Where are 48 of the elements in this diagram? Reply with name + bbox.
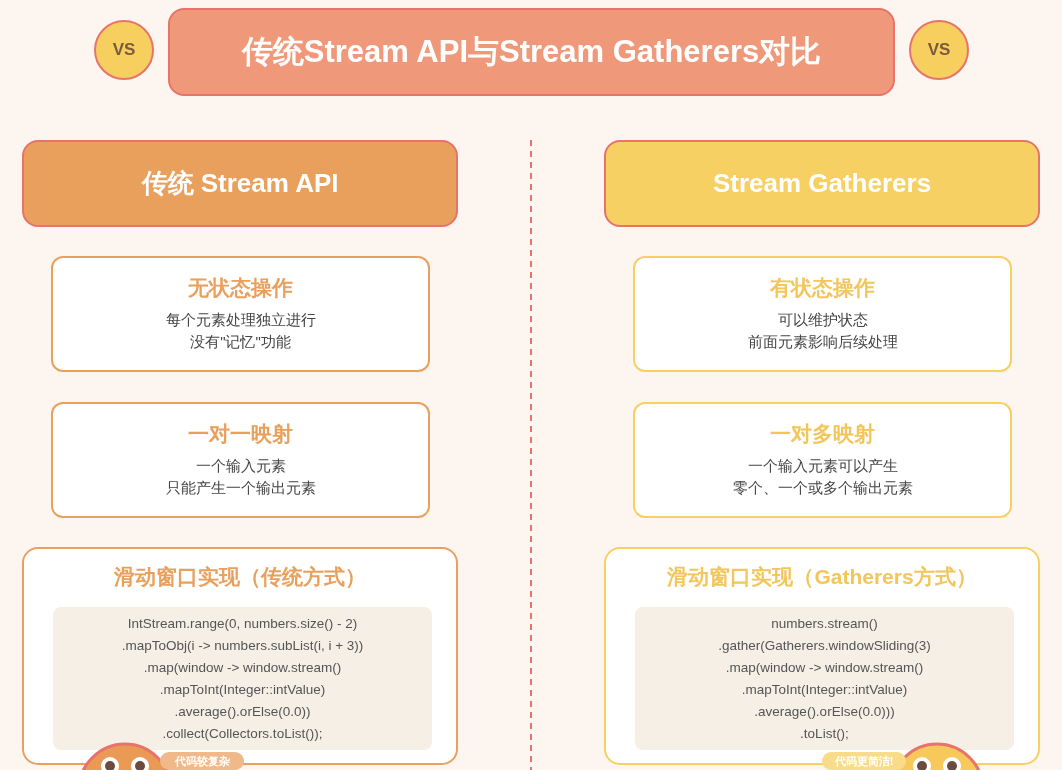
code-line: .mapToInt(Integer::intValue) [741,680,908,699]
card-heading: 滑动窗口实现（Gatherers方式） [667,564,977,590]
column-header [22,140,458,227]
feature-card [51,256,430,372]
feature-card [51,402,430,518]
title-text: 传统Stream API与Stream Gatherers对比 [241,33,822,71]
feature-card [633,402,1012,518]
card-heading: 一对多映射 [770,421,875,447]
vs-label: VS [112,40,136,60]
bubble-text: 代码较复杂 [174,753,230,769]
card-description: 没有"记忆"功能 [190,332,291,352]
code-block [53,607,432,750]
feature-card [633,256,1012,372]
example-card [22,547,458,765]
code-line: .gather(Gatherers.windowSliding(3) [718,636,931,655]
card-description: 零个、一个或多个输出元素 [732,478,913,498]
card-heading: 滑动窗口实现（传统方式） [114,564,366,590]
column-header [604,140,1040,227]
code-line: .map(window -> window.stream() [143,658,342,677]
code-line: .average().orElse(0.0)) [174,702,311,721]
vs-badge [94,20,154,80]
card-heading: 有状态操作 [770,275,875,301]
card-description: 前面元素影响后续处理 [747,332,898,352]
bubble-text: 代码更简洁! [834,753,894,769]
code-line: .average().orElse(0.0))) [754,702,895,721]
example-card [604,547,1040,765]
code-line: numbers.stream() [771,614,878,633]
code-line: .mapToObj(i -> numbers.subList(i, i + 3)) [121,636,364,655]
code-line: .toList(); [800,724,849,743]
title-banner [168,8,895,96]
vs-badge [909,20,969,80]
code-line: .collect(Collectors.toList()); [162,724,323,743]
card-heading: 无状态操作 [188,275,293,301]
speech-bubble [822,752,906,770]
card-heading: 一对一映射 [188,421,293,447]
code-block [635,607,1014,750]
header-text: 传统 Stream API [141,167,339,200]
card-description: 一个输入元素可以产生 [747,456,898,476]
code-line: .map(window -> window.stream() [725,658,924,677]
card-description: 一个输入元素 [195,456,286,476]
code-line: .mapToInt(Integer::intValue) [159,680,326,699]
card-description: 只能产生一个输出元素 [165,478,316,498]
card-description: 每个元素处理独立进行 [165,310,316,330]
vs-label: VS [927,40,951,60]
card-description: 可以维护状态 [777,310,868,330]
header-text: Stream Gatherers [712,168,932,199]
speech-bubble [160,752,244,770]
code-line: IntStream.range(0, numbers.size() - 2) [127,614,358,633]
